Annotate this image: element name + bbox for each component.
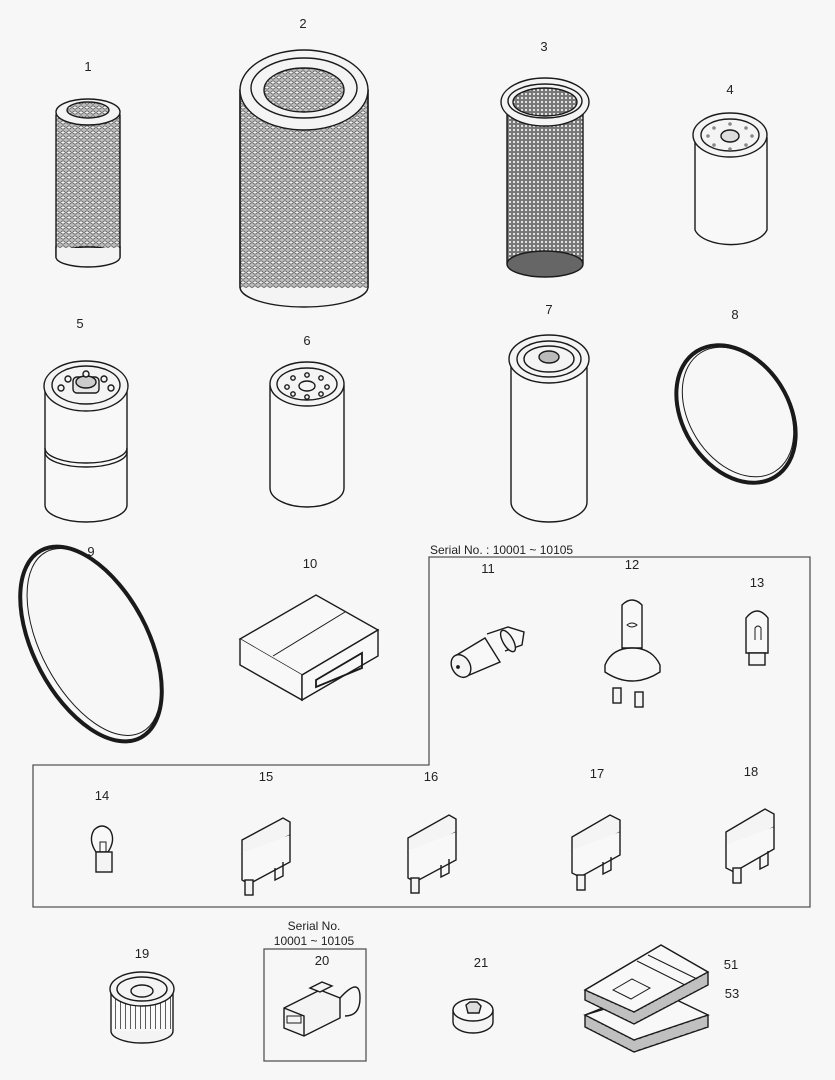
- part-13-wedge-bulb[interactable]: [745, 610, 769, 666]
- part-1-filter-element[interactable]: [55, 98, 121, 268]
- part-5-spin-on-filter[interactable]: [43, 360, 129, 523]
- part-label-2: 2: [299, 16, 307, 31]
- part-11-bulb-socket[interactable]: [447, 626, 525, 681]
- part-8-belt[interactable]: [652, 323, 820, 505]
- part-2-air-filter[interactable]: [239, 49, 369, 308]
- part-label-4: 4: [726, 82, 734, 97]
- part-7-spin-on-filter[interactable]: [508, 334, 590, 523]
- part-label-1: 1: [84, 59, 92, 74]
- part-label-51: 51: [723, 957, 739, 972]
- part-3-filter-element[interactable]: [500, 77, 590, 278]
- part-label-5: 5: [76, 316, 84, 331]
- part-9-belt[interactable]: [0, 524, 191, 765]
- part-label-9: 9: [87, 544, 95, 559]
- part-12-halogen-bulb[interactable]: [604, 599, 661, 708]
- part-label-14: 14: [94, 788, 110, 803]
- part-label-53: 53: [724, 986, 740, 1001]
- part-label-6: 6: [303, 333, 311, 348]
- part-6-spin-on-filter[interactable]: [269, 361, 345, 508]
- part-16-fuse[interactable]: [407, 814, 457, 894]
- part-label-16: 16: [423, 769, 439, 784]
- part-10-box[interactable]: [238, 594, 380, 702]
- part-18-fuse[interactable]: [725, 808, 775, 884]
- part-17-fuse[interactable]: [571, 814, 621, 891]
- serial-note-bulbs-fuses: Serial No. : 10001 ~ 10105: [430, 543, 574, 557]
- serial-note-connector: Serial No. 10001 ~ 10105: [274, 919, 354, 949]
- part-label-13: 13: [749, 575, 765, 590]
- part-14-bayonet-bulb[interactable]: [90, 825, 114, 873]
- part-21-nut-cap[interactable]: [452, 998, 494, 1034]
- part-label-19: 19: [134, 946, 150, 961]
- part-19-cartridge-filter[interactable]: [109, 971, 175, 1044]
- part-label-3: 3: [540, 39, 548, 54]
- serial-note-line2: 10001 ~ 10105: [273, 934, 355, 948]
- serial-range-frame: [32, 556, 811, 908]
- serial-range-frame-small: [263, 948, 367, 1062]
- part-15-fuse[interactable]: [241, 817, 291, 896]
- part-label-20: 20: [314, 953, 330, 968]
- part-20-connector[interactable]: [283, 981, 361, 1037]
- part-label-10: 10: [302, 556, 318, 571]
- part-4-spin-on-filter[interactable]: [692, 112, 768, 246]
- part-label-11: 11: [481, 561, 495, 576]
- part-51-manual[interactable]: [583, 944, 710, 1025]
- part-label-12: 12: [624, 557, 640, 572]
- part-label-15: 15: [258, 769, 274, 784]
- part-label-17: 17: [589, 766, 605, 781]
- part-label-8: 8: [731, 307, 739, 322]
- part-label-21: 21: [473, 955, 489, 970]
- part-label-7: 7: [545, 302, 553, 317]
- serial-note-line1: Serial No.: [287, 919, 341, 933]
- part-label-18: 18: [743, 764, 759, 779]
